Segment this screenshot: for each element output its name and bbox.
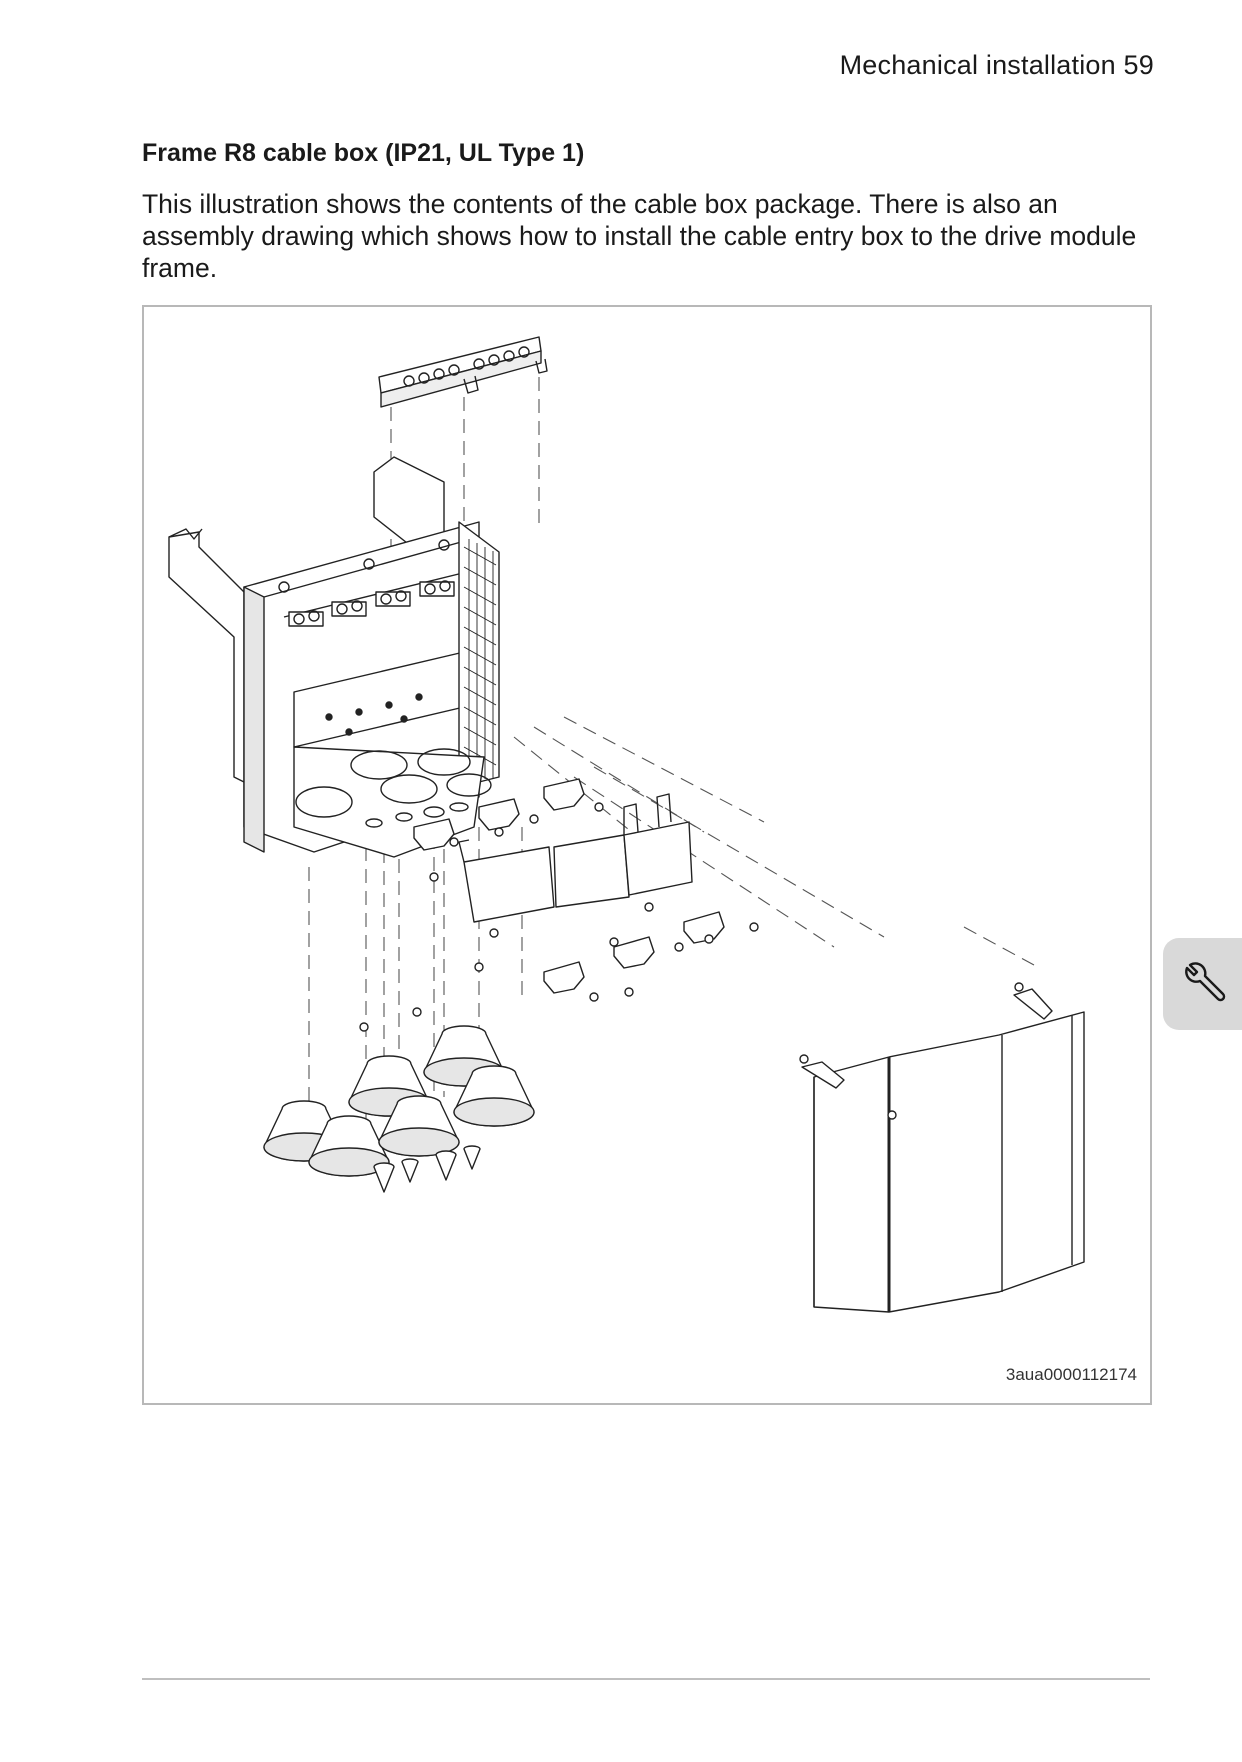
cable-box-illustration: 3aua0000112174 <box>142 305 1152 1405</box>
clamp-brackets <box>413 778 725 994</box>
front-cover <box>801 988 1085 1313</box>
footer-rule <box>142 1678 1150 1680</box>
intro-paragraph: This illustration shows the contents of … <box>142 189 1137 283</box>
screws <box>359 802 1024 1064</box>
top-clamp-bar <box>378 336 548 408</box>
section-title: Frame R8 cable box (IP21, UL Type 1) <box>142 139 585 167</box>
chapter-tab[interactable] <box>1163 938 1242 1030</box>
exploded-assembly-drawing <box>168 336 1085 1313</box>
page-header: Mechanical installation 59 <box>839 50 1154 80</box>
wrench-icon <box>1185 962 1226 1002</box>
figure-code: 3aua0000112174 <box>1005 1365 1137 1384</box>
cable-box-body <box>243 521 500 858</box>
cable-grommets <box>263 1025 535 1193</box>
